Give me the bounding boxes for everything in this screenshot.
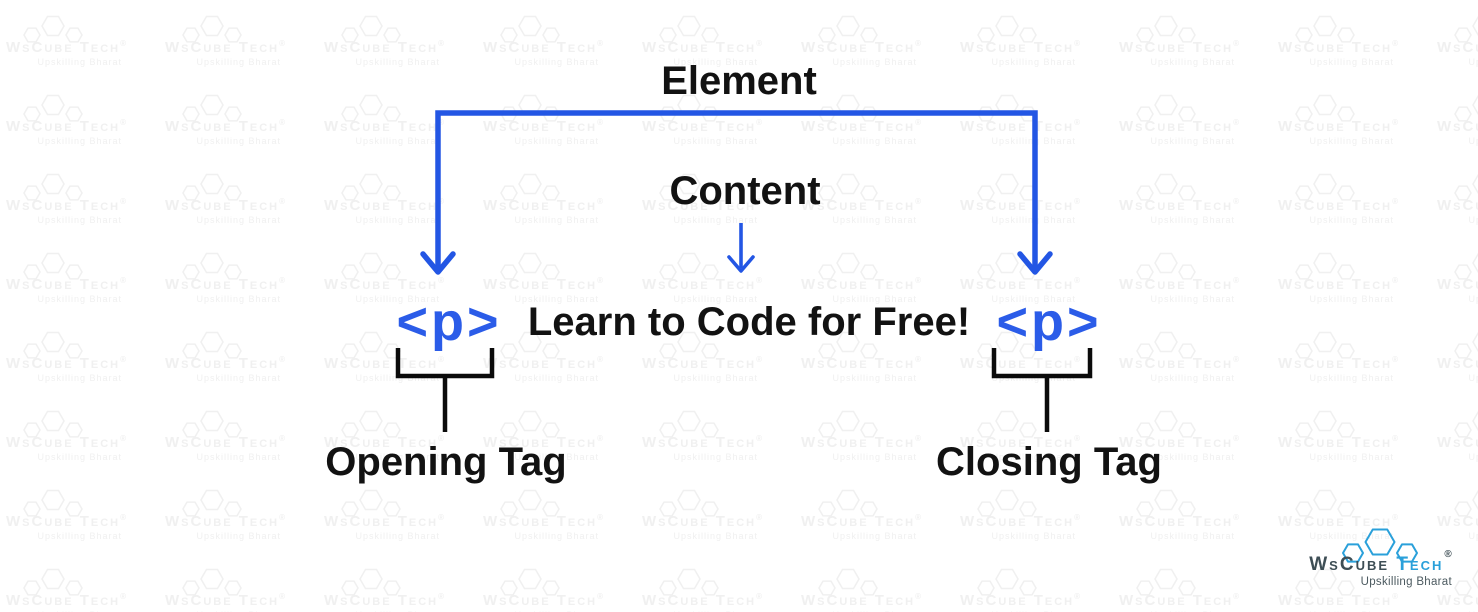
- element-left-arrowhead-icon: [420, 251, 456, 275]
- closing-tag-bracket: [991, 348, 1093, 379]
- content-label: Content: [669, 169, 821, 213]
- closing-tag-code: <p>: [996, 292, 1102, 352]
- wscube-logo: WsCube Tech® Upskilling Bharat: [1306, 527, 1454, 589]
- hexagon-cluster-icon: [1342, 528, 1418, 563]
- logo-brand-part1: WsCube: [1309, 554, 1390, 575]
- logo-tagline: Upskilling Bharat: [1360, 576, 1452, 588]
- opening-tag-label: Opening Tag: [325, 440, 567, 484]
- logo-brand-text: WsCube Tech®: [1309, 549, 1452, 575]
- content-arrowhead-icon: [727, 255, 755, 273]
- element-label: Element: [661, 59, 817, 103]
- content-text: Learn to Code for Free!: [527, 300, 971, 344]
- opening-tag-bracket: [395, 348, 495, 379]
- logo-brand-part2: Tech: [1396, 554, 1444, 575]
- closing-tag-label: Closing Tag: [936, 440, 1162, 484]
- registered-mark: ®: [1444, 548, 1452, 560]
- opening-tag-code: <p>: [396, 292, 502, 352]
